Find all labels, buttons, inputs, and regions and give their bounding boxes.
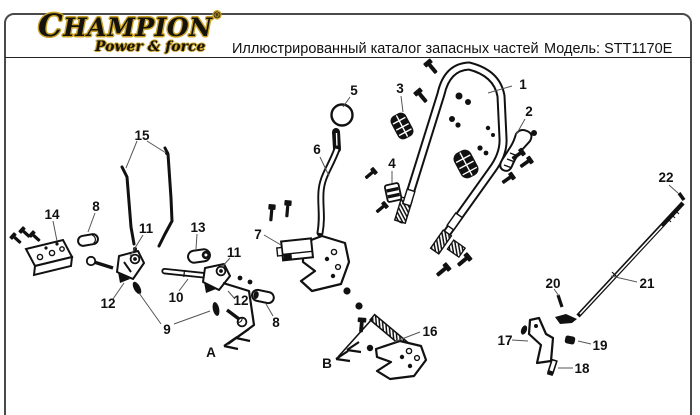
header-divider [5,57,691,58]
part-18-pin [546,358,558,377]
part-20-pin [555,294,577,324]
part-3-grips [390,112,479,179]
part-2-bracket [499,129,537,187]
callout-8: 8 [92,199,100,214]
registered-mark-icon: ® [212,11,222,21]
callout-arrow-a: A [206,345,216,360]
champion-logo: CHAMPION® Power & force [38,8,222,55]
part-7-switch-block [267,199,315,262]
callout-21: 21 [639,276,655,291]
part-10-rod [161,267,209,279]
callout-6: 6 [313,142,321,157]
part-8-pin-left [77,233,99,247]
carriage-bolt-left [85,255,114,270]
brand-tagline: Power & force [95,39,206,55]
page-title: Иллюстрированный каталог запасных частей [232,41,539,57]
callout-10: 10 [168,290,183,305]
part-6-shift-lever [299,128,363,310]
part-14-mounting-plate [9,225,74,277]
callout-arrow-b: B [322,356,332,371]
callout-3: 3 [396,81,404,96]
direction-arrow-a [222,281,256,351]
part-19-nut [564,335,576,345]
part-9-washers [132,281,220,316]
part-16-lever-assembly [356,313,428,381]
part-22-rod-tip [677,191,686,202]
page-frame [4,13,692,415]
callout-2: 2 [525,104,533,119]
part-1-handlebar [393,58,508,279]
callout-7: 7 [254,227,262,242]
callout-8b: 8 [272,315,280,330]
callout-12b: 12 [233,293,248,308]
model-label: Модель: STT1170E [544,41,673,57]
part-13-bushing [187,248,211,264]
callout-22: 22 [658,170,673,185]
callout-15: 15 [134,128,150,143]
part-21-rod [576,201,685,318]
callout-11: 11 [139,221,154,236]
callout-17: 17 [497,333,512,348]
callout-4: 4 [388,156,396,171]
callout-16: 16 [422,324,438,339]
callout-19: 19 [592,338,607,353]
direction-arrow-b [335,317,374,363]
callout-18: 18 [574,361,590,376]
part-8-pin-right [251,288,275,305]
part-4-clamp [363,166,403,216]
brand-name: CHAMPION® [38,8,222,44]
part-5-knob [330,103,354,127]
callout-9: 9 [163,322,171,337]
part-11-pivot-left [116,250,145,283]
callout-11b: 11 [227,245,242,260]
callout-labels: 1 2 3 4 5 6 7 8 8 9 10 11 11 12 12 13 14… [44,77,673,376]
callout-13: 13 [190,220,206,235]
callout-1: 1 [519,77,527,92]
carriage-bolt-right [225,308,248,328]
callout-5: 5 [350,83,358,98]
callout-20: 20 [545,276,560,291]
leader-lines [52,85,679,369]
callout-14: 14 [44,207,60,222]
callout-12: 12 [100,296,115,311]
